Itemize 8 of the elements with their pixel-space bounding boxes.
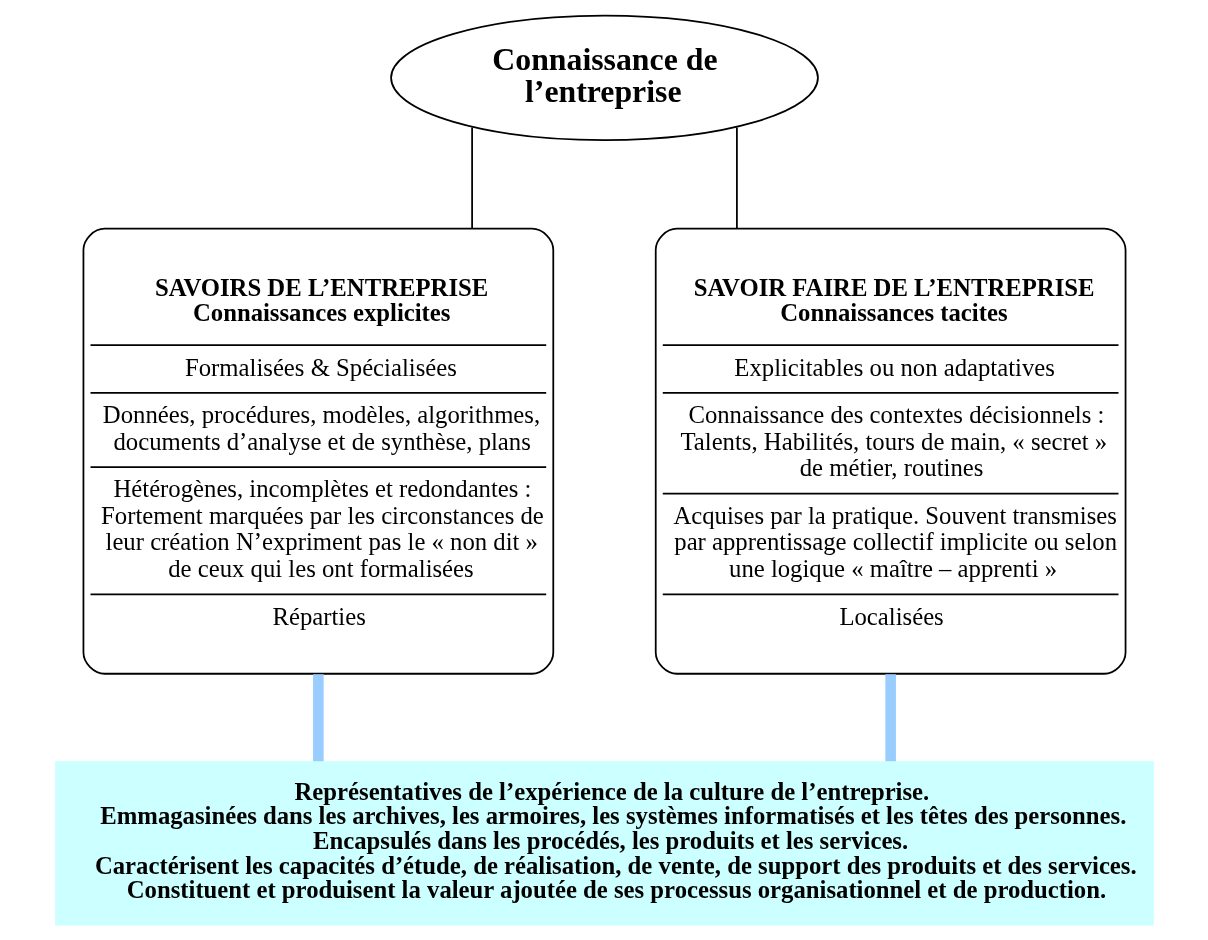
node-box: SAVOIRS DE L’ENTREPRISE Connaissances explicites Formalisées & Spécialisées Données, procédures, modèles, algorithmes, documents d’analyse et de synthèse, plans Hétérogènes, incomplètes et redondantes : Fortement marquées par les circonstances de leur création N’expriment pas le « non dit » de ceux qui les ont formalisées Réparties bbox=[82, 227, 554, 675]
connector bbox=[470, 126, 473, 230]
connector bbox=[735, 126, 738, 230]
node-box: Représentatives de l’expérience de la culture de l’entreprise. Emmagasinées dans les archives, les armoires, les systèmes informatisés et les têtes des personnes. Encapsulés dans les procédés, les produits et les services. Caractérisent les capacités d’étude, de réalisation, de vente, de support des produits et des services. Constituent et produisent la valeur ajoutée de ses processus organisationnel et de production. bbox=[54, 761, 1154, 926]
connector bbox=[312, 674, 324, 762]
node-box: SAVOIR FAIRE DE L’ENTREPRISE Connaissances tacites Explicitables ou non adaptatives Connaissance des contextes décisionnels : Talents, Habilités, tours de main, « secret » de métier, routines Acquises par la pratique. Souvent transmises par apprentissage collectif implicite ou selon une logique « maître – apprenti » Localisées bbox=[654, 227, 1126, 675]
node-ellipse: Connaissance de l’entreprise bbox=[389, 14, 819, 141]
connector bbox=[884, 674, 896, 762]
